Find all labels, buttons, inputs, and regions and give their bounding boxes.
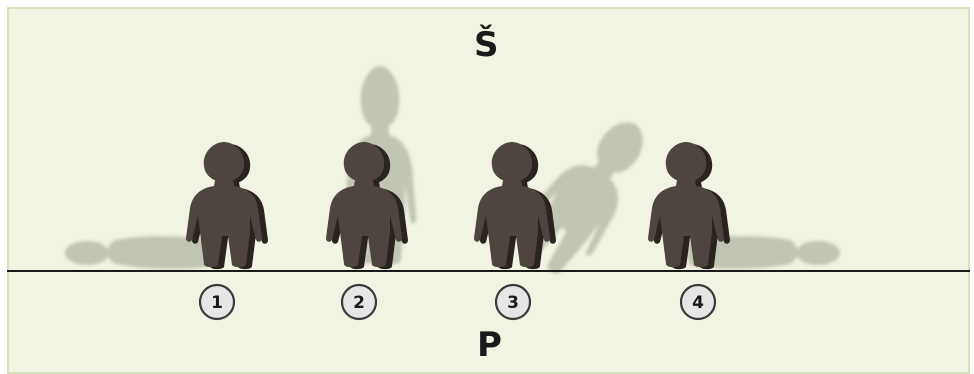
marker-2: 2 bbox=[340, 283, 378, 321]
marker-1-label: 1 bbox=[211, 293, 223, 313]
person-figure-3 bbox=[474, 142, 556, 270]
marker-4-label: 4 bbox=[692, 293, 704, 313]
marker-1: 1 bbox=[198, 283, 236, 321]
diagram-panel bbox=[7, 7, 970, 374]
marker-2-label: 2 bbox=[353, 293, 365, 313]
marker-3: 3 bbox=[494, 283, 532, 321]
ghost-figures bbox=[65, 66, 840, 286]
marker-3-label: 3 bbox=[507, 293, 519, 313]
position-markers: 1 2 3 4 bbox=[198, 283, 717, 321]
bottom-label: P bbox=[477, 325, 502, 365]
top-label: Š bbox=[474, 25, 499, 65]
figures bbox=[186, 142, 730, 270]
marker-4: 4 bbox=[679, 283, 717, 321]
